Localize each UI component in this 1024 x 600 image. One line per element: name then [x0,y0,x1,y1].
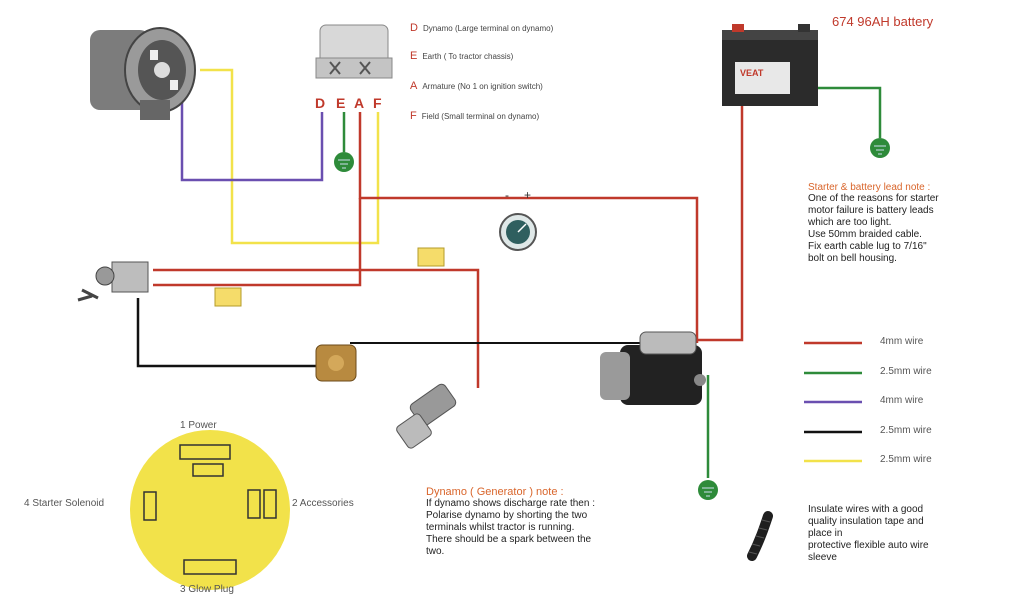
switch-label-glow-plug: 3 Glow Plug [180,584,234,595]
insulate-note: Insulate wires with a good quality insul… [808,504,1008,564]
switch-label-accessories: 2 Accessories [292,498,354,509]
wire-legend-label: 2.5mm wire [880,366,932,377]
gauge-plus: + [524,188,532,202]
legend-letter: D [410,22,418,34]
starter-note-line: Use 50mm braided cable. [808,229,922,240]
starter-note-title: Starter & battery lead note : [808,182,931,193]
red-wire-a [358,112,699,343]
battery-label: 674 96AH battery [832,14,934,29]
wire-legend-label: 2.5mm wire [880,425,932,436]
legend-item-e: E Earth ( To tractor chassis) [410,50,513,62]
starter-motor-icon [600,331,706,405]
dynamo-note-line: terminals whilst tractor is running. [426,522,575,533]
battery-icon [722,24,818,106]
legend-item-a: A Armature (No 1 on ignition switch) [410,80,543,92]
legend-text: Dynamo (Large terminal on dynamo) [422,24,554,33]
pressure-sender-icon [315,344,357,382]
earth-symbol-e [334,152,354,172]
legend-text: Field (Small terminal on dynamo) [421,112,540,121]
legend-item-f: F Field (Small terminal on dynamo) [410,110,539,122]
fuse-icon-2 [417,247,445,267]
legend-letter: F [410,110,417,122]
dynamo-note-title: Dynamo ( Generator ) note : [426,486,564,498]
legend-letter: A [410,80,418,92]
starter-note: Starter & battery lead note : One of the… [808,182,1018,265]
starter-note-line: which are too light. [808,217,892,228]
insulate-note-line: place in [808,528,843,539]
wire-legend-label: 4mm wire [880,336,924,347]
red-wire-battery [697,100,744,342]
switch-terminal-diagram [130,430,290,590]
dynamo-note-line: Polarise dynamo by shorting the two [426,510,588,521]
ignition-switch-icon [77,261,149,302]
earth-symbol-battery [870,138,890,158]
terminal-e: E [336,95,346,111]
ammeter-gauge-icon [499,213,537,251]
legend-letter: E [410,50,418,62]
earth-symbol-starter [698,480,718,500]
dynamo-note-line: If dynamo shows discharge rate then : [426,498,595,509]
gauge-minus: - [505,188,509,202]
purple-wire [180,72,324,182]
glow-plug-icon [396,383,457,449]
terminal-a: A [354,95,365,111]
wire-legend-label: 4mm wire [880,395,924,406]
dynamo-icon [90,27,196,120]
legend-item-d: D Dynamo (Large terminal on dynamo) [410,22,553,34]
black-wire [136,298,320,368]
wire-legend-label: 2.5mm wire [880,454,932,465]
starter-note-line: motor failure is battery leads [808,205,934,216]
red-wire-switch [153,268,480,388]
green-battery-earth [810,86,882,138]
terminal-f: F [373,95,382,111]
starter-note-line: Fix earth cable lug to 7/16" [808,241,927,252]
insulate-note-line: protective flexible auto wire [808,540,929,551]
battery-brand: VEAT [740,68,764,78]
switch-label-starter-solenoid: 4 Starter Solenoid [24,498,105,509]
starter-note-line: bolt on bell housing. [808,253,897,264]
wire-sleeve-icon [747,511,773,561]
yellow-wire [200,68,380,245]
insulate-note-line: Insulate wires with a good [808,504,924,515]
starter-note-line: One of the reasons for starter [808,193,939,204]
wire-legend-swatches [804,341,862,463]
switch-label-power: 1 Power [180,420,217,431]
insulate-note-line: sleeve [808,552,837,563]
regulator-icon [315,24,393,79]
dynamo-note-line: two. [426,546,445,557]
legend-text: Earth ( To tractor chassis) [422,52,514,61]
dynamo-note-line: There should be a spark between the [426,534,592,545]
red-wire-switch-2 [153,198,362,287]
legend-text: Armature (No 1 on ignition switch) [422,82,543,91]
insulate-note-line: quality insulation tape and [808,516,924,527]
fuse-icon-1 [214,287,242,307]
terminal-d: D [315,95,326,111]
dynamo-note: Dynamo ( Generator ) note : If dynamo sh… [426,486,676,558]
